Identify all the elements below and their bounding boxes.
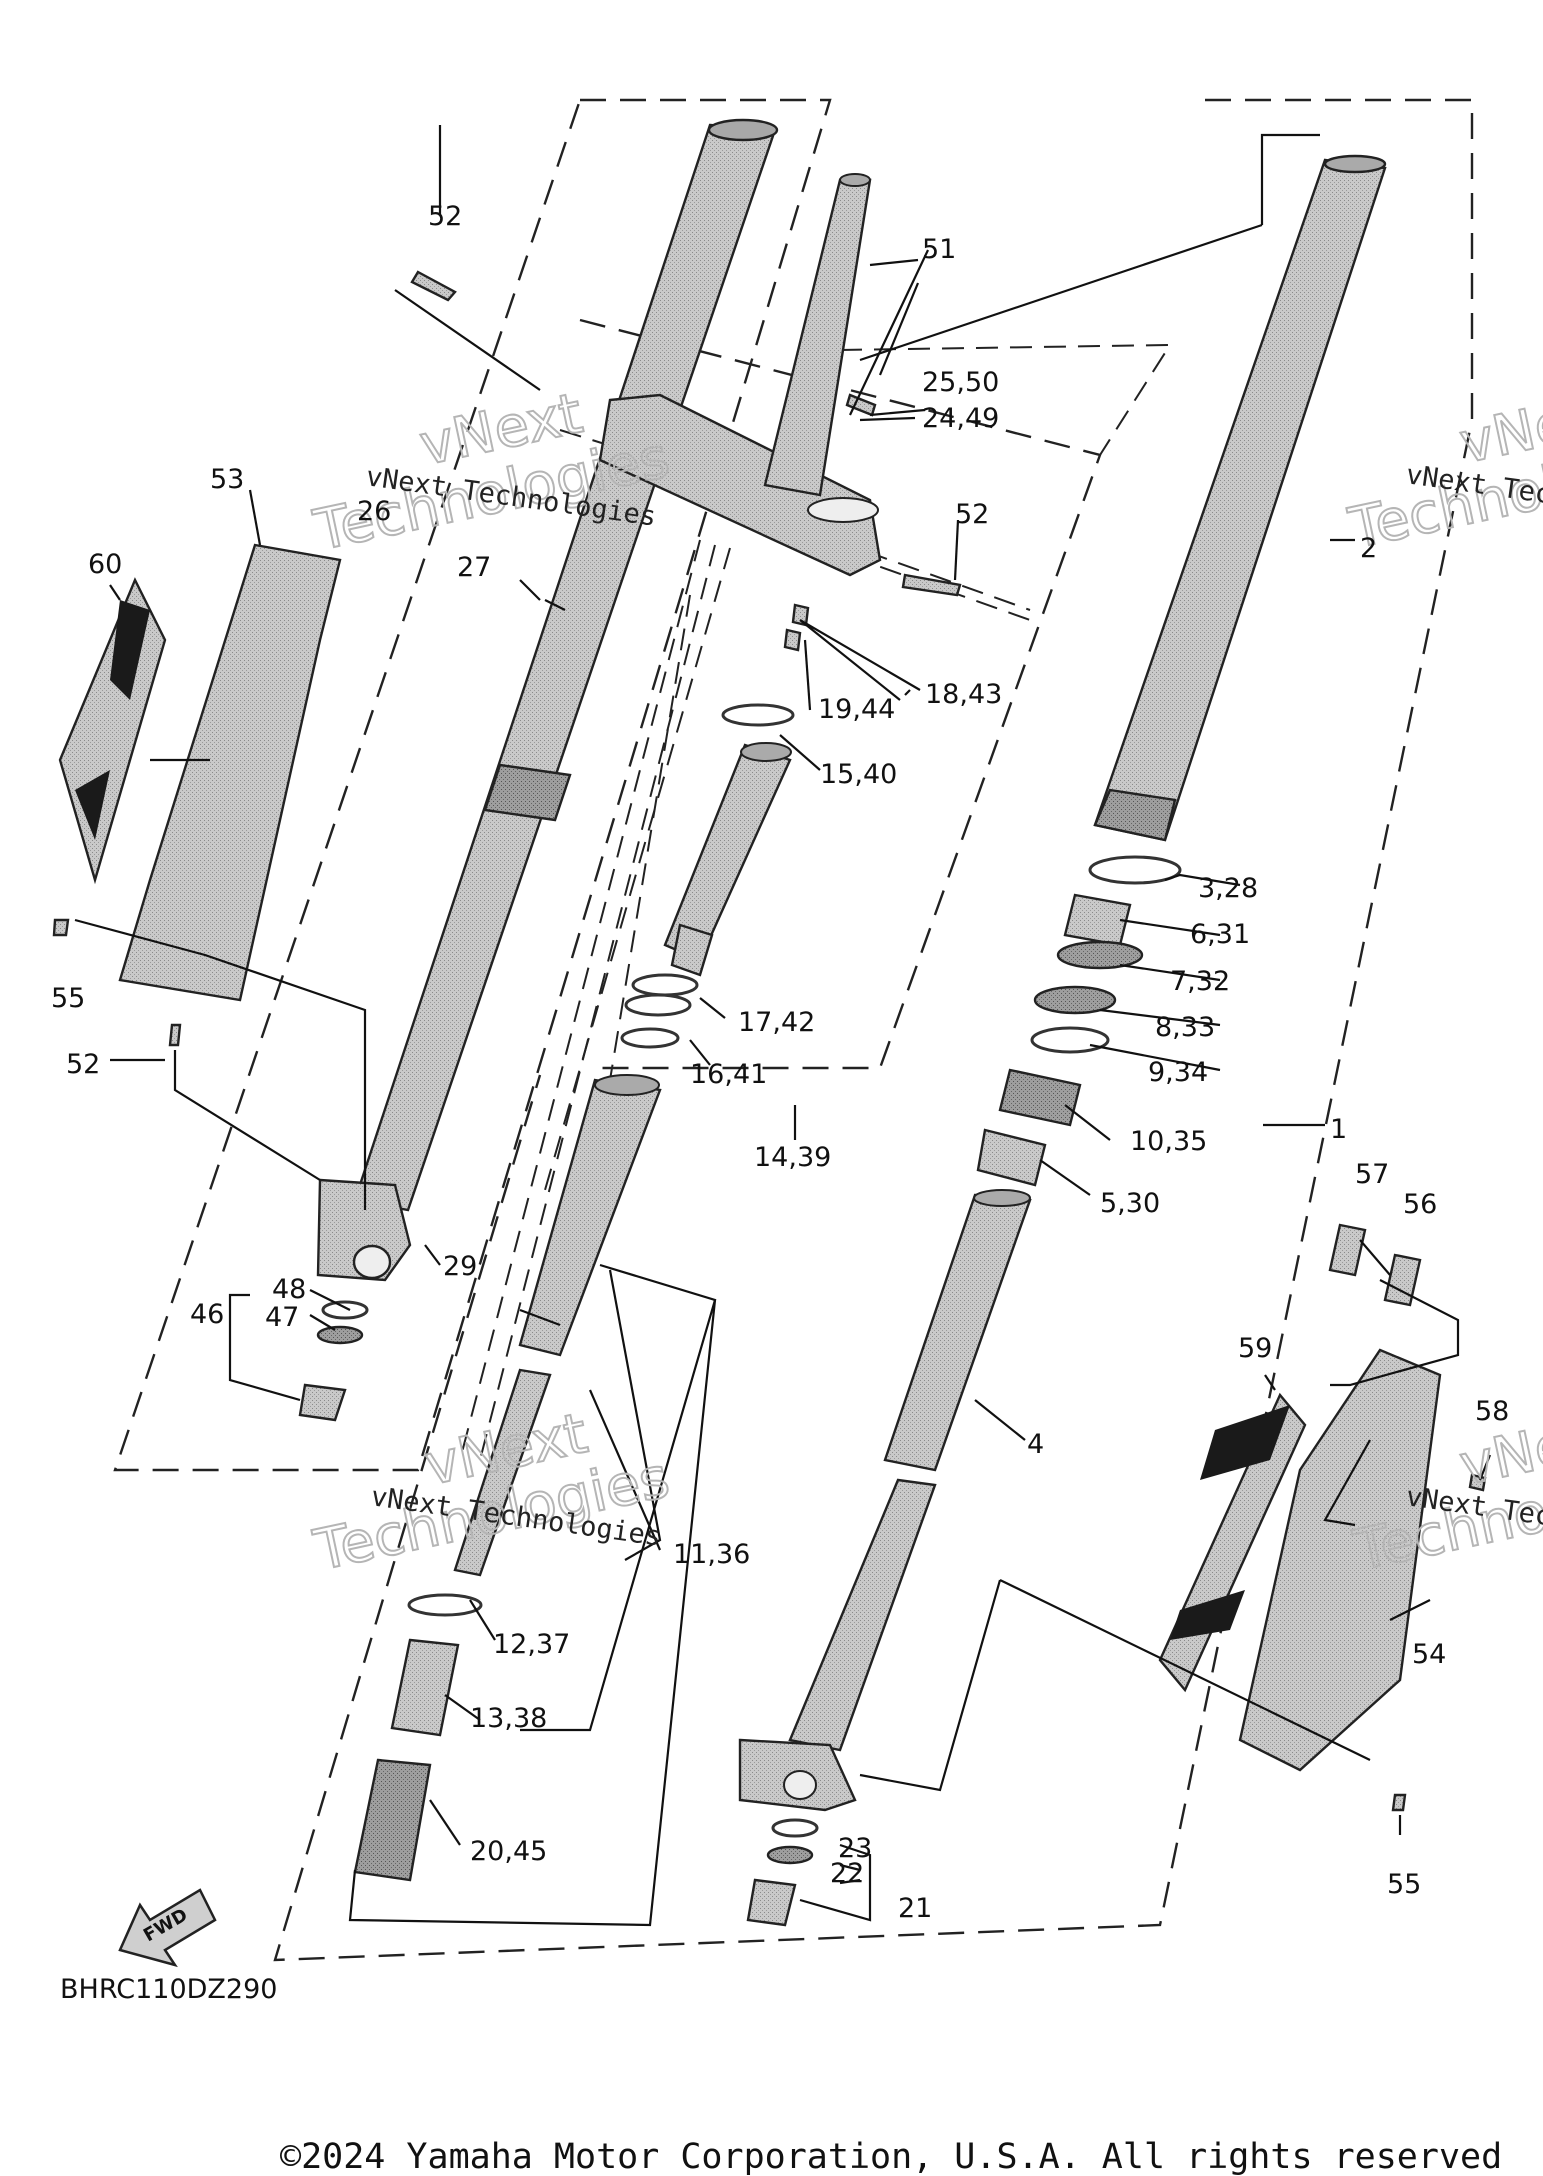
callout-11-36: 11,36 [673, 1539, 750, 1570]
seal-rings-left [620, 973, 699, 1049]
callout-14-39: 14,39 [754, 1142, 831, 1173]
outer-leg-right [738, 1478, 937, 1812]
fork-guard-right [1158, 1223, 1442, 1772]
callout-59: 59 [1238, 1333, 1272, 1364]
callout-12-37: 12,37 [493, 1629, 570, 1660]
callout-18-43: 18,43 [925, 679, 1002, 710]
axle-nut-right [746, 1818, 819, 1927]
callout-labels: 1 2 3,28 4 5,30 6,31 7,32 8,33 9,34 10,3… [51, 201, 1509, 1924]
leader-lines [74, 125, 1492, 1927]
seal-stack-right [976, 855, 1182, 1187]
damper-cartridge [663, 703, 795, 977]
callout-26: 26 [357, 496, 391, 527]
callout-52-top: 52 [428, 201, 462, 232]
callout-53: 53 [210, 464, 244, 495]
callout-56: 56 [1403, 1189, 1437, 1220]
callout-60: 60 [88, 549, 122, 580]
callout-25-50: 25,50 [922, 367, 999, 398]
callout-7-32: 7,32 [1170, 966, 1230, 997]
diagram-code: BHRC110DZ290 [60, 1974, 277, 2005]
callout-19-44: 19,44 [818, 694, 895, 725]
callout-29: 29 [443, 1251, 477, 1282]
callout-47: 47 [265, 1302, 299, 1333]
callout-6-31: 6,31 [1190, 919, 1250, 950]
fwd-arrow-icon [118, 1888, 217, 1968]
callout-20-45: 20,45 [470, 1836, 547, 1867]
callout-24-49: 24,49 [922, 403, 999, 434]
callout-5-30: 5,30 [1100, 1188, 1160, 1219]
callout-3-28: 3,28 [1198, 873, 1258, 904]
callout-51: 51 [922, 234, 956, 265]
callout-54: 54 [1412, 1639, 1446, 1670]
callout-15-40: 15,40 [820, 759, 897, 790]
callout-52-left: 52 [66, 1049, 100, 1080]
callout-23: 23 [838, 1833, 872, 1864]
inner-tube-right [1093, 154, 1387, 842]
axle-bracket-left [316, 1178, 412, 1282]
callout-4: 4 [1027, 1429, 1044, 1460]
callout-48: 48 [272, 1274, 306, 1305]
callout-52-right: 52 [955, 499, 989, 530]
bolts [52, 270, 1487, 1812]
callout-22: 22 [830, 1858, 864, 1889]
callout-21: 21 [898, 1893, 932, 1924]
copyright-notice: ©2024 Yamaha Motor Corporation, U.S.A. A… [280, 2137, 1502, 2176]
fork-guard-left [58, 543, 342, 1002]
callout-17-42: 17,42 [738, 1007, 815, 1038]
triple-clamp-bracket [598, 393, 882, 577]
callout-55-left: 55 [51, 983, 85, 1014]
callout-10-35: 10,35 [1130, 1126, 1207, 1157]
callout-46: 46 [190, 1299, 224, 1330]
watermark-3: vNext Technologies vNext Technologies [307, 1400, 675, 1585]
callout-58: 58 [1475, 1396, 1509, 1427]
lower-tube-right [883, 1189, 1032, 1472]
steering-stem [763, 173, 872, 497]
callout-1: 1 [1330, 1114, 1347, 1145]
callout-27: 27 [457, 552, 491, 583]
callout-57: 57 [1355, 1159, 1389, 1190]
callout-9-34: 9,34 [1148, 1057, 1208, 1088]
callout-55-right: 55 [1387, 1869, 1421, 1900]
callout-8-33: 8,33 [1155, 1012, 1215, 1043]
axle-nut-left [298, 1300, 369, 1422]
outer-tube-left [353, 118, 779, 1212]
callout-2: 2 [1360, 533, 1377, 564]
callout-13-38: 13,38 [470, 1703, 547, 1734]
callout-16-41: 16,41 [690, 1059, 767, 1090]
assembly-boundaries [113, 98, 1474, 1962]
damper-rod-left [353, 1074, 662, 1882]
